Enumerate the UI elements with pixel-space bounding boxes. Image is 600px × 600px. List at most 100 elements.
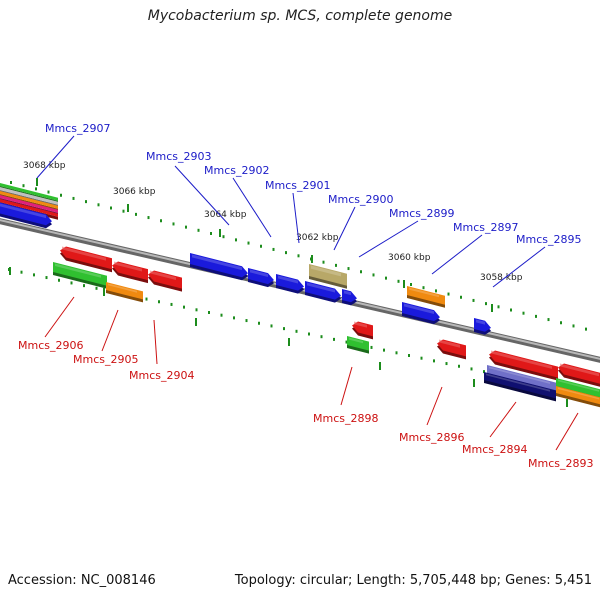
gene-label-mmcs-2895: Mmcs_2895 <box>516 233 581 246</box>
scale-label: 3058 kbp <box>480 273 523 283</box>
lower-tick <box>170 302 173 306</box>
gene-forward <box>0 202 52 229</box>
feature-green <box>347 336 369 354</box>
gene-label-mmcs-2898: Mmcs_2898 <box>313 412 378 425</box>
leader-line <box>174 165 230 226</box>
upper-tick <box>297 254 300 258</box>
accession-label: Accession: NC_008146 <box>8 573 156 588</box>
leader-line <box>489 401 517 438</box>
gene-reverse <box>489 350 558 381</box>
lower-tick <box>45 276 48 280</box>
lower-tick <box>370 345 373 349</box>
leader-line <box>333 206 356 251</box>
gene-reverse <box>148 270 182 292</box>
leader-line <box>426 386 443 426</box>
lower-tick <box>270 324 273 328</box>
lower-tick <box>208 311 210 314</box>
gene-forward <box>190 253 248 281</box>
leader-line <box>340 366 353 406</box>
leader-line <box>101 309 119 352</box>
leader-line <box>36 135 75 179</box>
upper-tick <box>160 219 162 223</box>
gene-forward <box>474 318 491 335</box>
lower-tick <box>20 270 23 274</box>
upper-tick <box>560 321 562 325</box>
upper-tick <box>197 228 200 232</box>
gene-label-mmcs-2897: Mmcs_2897 <box>453 221 518 234</box>
lower-tick <box>58 278 60 282</box>
leader-line <box>358 220 419 258</box>
gene-forward <box>305 281 341 303</box>
upper-tick <box>285 251 287 255</box>
feature-orange <box>407 286 445 308</box>
lower-tick <box>158 300 160 304</box>
scale-label: 3068 kbp <box>23 161 66 171</box>
gene-label-mmcs-2903: Mmcs_2903 <box>146 150 211 163</box>
scale-label: 3064 kbp <box>204 210 247 220</box>
gene-forward <box>276 274 304 294</box>
upper-tick <box>85 200 87 204</box>
lower-tick <box>95 286 98 290</box>
upper-tick <box>360 270 362 274</box>
lower-tick <box>445 362 448 366</box>
upper-tick <box>435 289 437 293</box>
upper-tick <box>247 241 250 245</box>
leader-line <box>232 177 272 238</box>
upper-tick <box>522 311 525 315</box>
upper-tick <box>322 260 325 264</box>
genome-stats-label: Topology: circular; Length: 5,705,448 bp… <box>234 573 592 588</box>
gene-label-mmcs-2896: Mmcs_2896 <box>399 431 464 444</box>
lower-tick <box>145 297 148 301</box>
leader-line <box>555 412 579 451</box>
lower-tick <box>33 273 35 277</box>
gene-reverse <box>60 246 112 273</box>
upper-tick <box>97 203 100 207</box>
gene-label-mmcs-2907: Mmcs_2907 <box>45 122 110 135</box>
scale-label: 3062 kbp <box>296 233 339 243</box>
lower-tick <box>433 359 435 363</box>
lower-tick <box>70 281 73 285</box>
lower-tick <box>345 340 348 344</box>
lower-tick <box>220 313 223 317</box>
gene-reverse <box>352 321 373 340</box>
feature-orange <box>106 282 143 303</box>
gene-label-mmcs-2906: Mmcs_2906 <box>18 339 83 352</box>
feature-orange <box>556 386 600 408</box>
upper-tick <box>372 273 375 277</box>
upper-tick <box>110 206 112 210</box>
upper-tick <box>72 196 75 200</box>
upper-tick <box>47 190 50 194</box>
upper-tick <box>135 212 137 216</box>
lower-tick <box>320 335 323 339</box>
feature-navy <box>484 372 556 402</box>
upper-tick <box>22 184 25 188</box>
lower-tick <box>333 337 335 341</box>
lower-tick <box>408 354 410 357</box>
upper-tick <box>397 279 400 283</box>
leader-line <box>153 319 158 365</box>
upper-tick <box>460 295 462 299</box>
gene-label-mmcs-2904: Mmcs_2904 <box>129 369 194 382</box>
upper-tick <box>585 327 587 331</box>
upper-tick <box>10 181 12 184</box>
scale-label: 3060 kbp <box>388 253 431 263</box>
gene-reverse <box>437 339 466 360</box>
upper-tick <box>547 318 550 322</box>
gene-label-mmcs-2901: Mmcs_2901 <box>265 179 330 192</box>
leader-line <box>44 296 75 338</box>
upper-tick <box>122 209 125 213</box>
upper-tick <box>235 238 237 242</box>
lower-tick <box>283 327 285 331</box>
lower-tick <box>308 332 310 336</box>
lower-tick <box>195 308 198 312</box>
upper-tick <box>497 305 500 309</box>
upper-tick <box>472 298 475 302</box>
upper-tick <box>485 302 487 306</box>
lower-tick <box>295 329 298 333</box>
upper-tick <box>172 222 175 226</box>
lower-tick <box>383 348 385 352</box>
upper-tick <box>185 225 187 229</box>
leader-line <box>292 192 300 244</box>
upper-tick <box>447 292 450 296</box>
